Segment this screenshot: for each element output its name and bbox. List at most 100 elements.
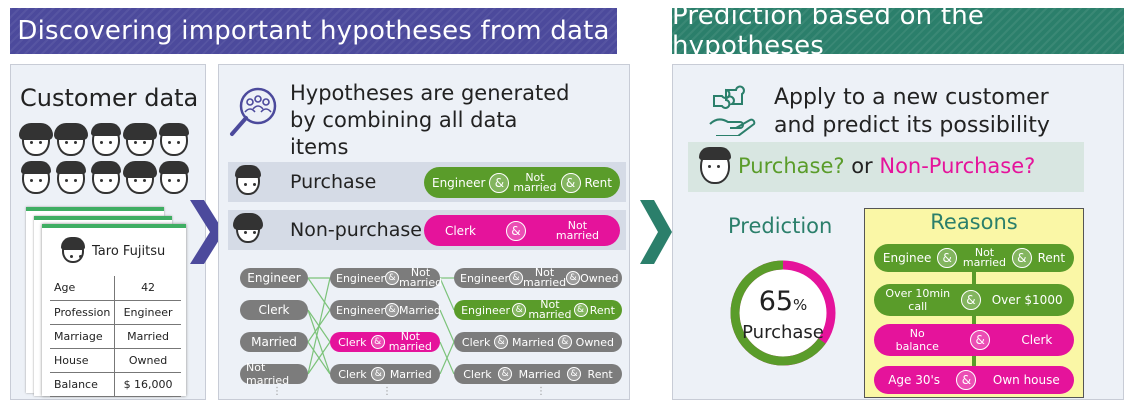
question-purchase: Purchase? [738,154,845,178]
attr-key: Profession [50,300,116,325]
amp-icon: & [489,172,510,193]
triple-pill: Clerk&Married&Rent [454,364,622,384]
customer-face-icon [91,161,121,194]
customer-face-icon [91,123,121,156]
pill-item: Clerk [461,335,491,349]
amp-icon: & [956,370,977,390]
pill-item-line: married [555,228,599,242]
hypotheses-title-line3: items [290,135,349,159]
pair-pill: Clerk&Married [330,364,440,384]
pill-item: Enginee [882,251,932,265]
amp-icon: & [370,335,385,349]
prediction-title-line2: and predict its possibility [774,113,1050,138]
pill-item: Engineer [336,303,385,317]
table-row: Balance$ 16,000 [50,372,181,397]
prediction-donut [730,260,836,366]
prediction-label: Prediction [728,214,833,238]
pill-item-line: Over 10min [885,287,951,300]
pill-item-line: married [528,308,572,321]
pill-item-line: married [513,180,557,194]
magnifier-people-icon [230,87,277,136]
pill-item: Engineer [336,271,385,285]
pill-item-line: Not [525,170,545,184]
amp-icon: & [1011,248,1032,268]
attr-key: House [50,348,116,373]
pill-item: Own house [992,373,1060,387]
customer-avatar-icon [61,237,85,263]
combination-connectors [307,277,455,375]
pill-item: Clerk [338,367,367,381]
pill-item: Rent [587,367,613,381]
amp-icon: & [557,335,572,349]
purchase-label: Purchase [290,171,377,193]
prediction-banner: Prediction based on the hypotheses [672,1,1124,61]
discover-banner-text: Discovering important hypotheses from da… [17,16,610,46]
reasons-title: Reasons [930,210,1018,234]
amp-icon: & [505,220,526,241]
chevron-right-icon [640,200,672,264]
pill-item-line: Not [540,298,560,311]
amp-icon: & [960,290,981,310]
donut-purchase-arc [730,260,836,366]
pill-item: Age 30's [888,373,941,387]
attr-value: $ 16,000 [114,372,181,397]
pill-item-line: married [962,256,1007,269]
donut-label: Purchase [742,322,824,343]
customer-face-icon [123,123,157,156]
amp-icon: & [498,367,513,381]
nonpurchase-customer-icon [233,213,263,243]
item-label: Engineer [247,271,301,285]
prediction-title: Apply to a new customer and predict its … [774,84,1050,140]
pill-item: Owned [580,271,619,285]
customer-face-icon [21,161,51,194]
pill-item-line: balance [895,340,939,353]
question-or: or [844,154,880,178]
customer-face-icon [19,123,53,156]
attr-key: Age [50,276,116,301]
pill-item-line: Not [410,266,431,279]
discover-banner: Discovering important hypotheses from da… [10,8,617,54]
customer-face-icon [123,161,157,194]
pill-item-line: Not [974,246,995,259]
question-nonpurchase: Non-Purchase? [879,154,1036,178]
percent-sign: % [793,296,808,314]
customer-face-icon [159,161,189,194]
amp-icon: & [970,330,991,350]
pill-item: Engineer [461,303,511,317]
amp-icon: & [371,367,386,381]
purchase-customer-icon [235,165,261,195]
reasons-connector [972,256,976,380]
amp-icon: & [385,271,399,285]
pill-item: Clerk [463,367,492,381]
amp-icon: & [573,303,588,317]
percent-value: 65 [758,286,794,317]
question-bar [688,142,1084,192]
customer-name: Taro Fujitsu [92,244,166,259]
item-pill: Not married [240,361,308,387]
item-label: Clerk [258,303,290,317]
pill-item: Rent [584,175,613,190]
pill-item-line: call [908,300,928,313]
more-dots: ⋮ [382,386,392,397]
pair-pill: Engineer&Married [330,300,441,320]
customer-face-icon [56,161,86,194]
attr-value: Engineer [114,300,181,325]
amp-icon: & [512,303,527,317]
triple-pill: Clerk&Married&Owned [454,332,622,352]
amp-icon: & [560,172,581,193]
